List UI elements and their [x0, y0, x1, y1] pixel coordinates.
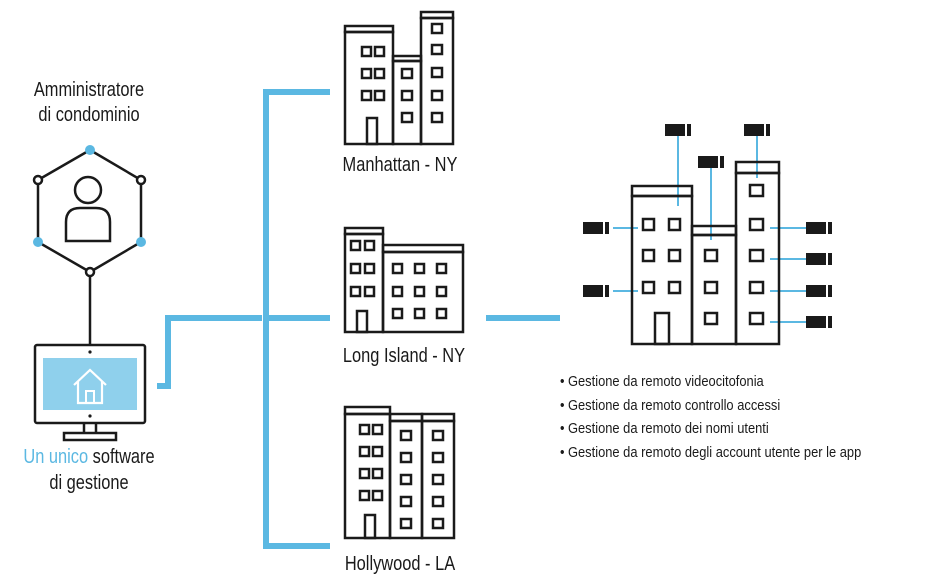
software-highlight: Un unico	[23, 446, 88, 468]
camera-icon	[806, 222, 832, 234]
admin-label: Amministratore di condominio	[16, 78, 162, 128]
feature-item: Gestione da remoto degli account utente …	[560, 441, 861, 465]
camera-icon	[665, 124, 691, 136]
software-rest: software	[88, 446, 155, 468]
software-label: Un unico software di gestione	[16, 444, 162, 496]
label-manhattan: Manhattan - NY	[105, 154, 695, 177]
feature-item: Gestione da remoto controllo accessi	[560, 394, 861, 418]
software-label-line2: di gestione	[16, 470, 162, 496]
feature-list: Gestione da remoto videocitofonia Gestio…	[560, 370, 861, 464]
camera-icon	[583, 222, 609, 234]
camera-icon	[583, 285, 609, 297]
building-detail-icon	[632, 162, 779, 344]
feature-item: Gestione da remoto videocitofonia	[560, 370, 861, 394]
admin-label-line1: Amministratore	[16, 78, 162, 103]
camera-icon	[806, 316, 832, 328]
label-hollywood: Hollywood - LA	[105, 553, 695, 576]
camera-icon	[698, 156, 724, 168]
camera-icon	[806, 253, 832, 265]
feature-item: Gestione da remoto dei nomi utenti	[560, 417, 861, 441]
software-label-line1: Un unico software	[16, 444, 162, 470]
label-long-island: Long Island - NY	[109, 345, 699, 368]
camera-icon	[744, 124, 770, 136]
building-hollywood-icon	[345, 407, 454, 538]
camera-icon	[806, 285, 832, 297]
building-manhattan-icon	[345, 12, 453, 144]
admin-label-line2: di condominio	[16, 103, 162, 128]
building-long-island-icon	[345, 228, 463, 332]
